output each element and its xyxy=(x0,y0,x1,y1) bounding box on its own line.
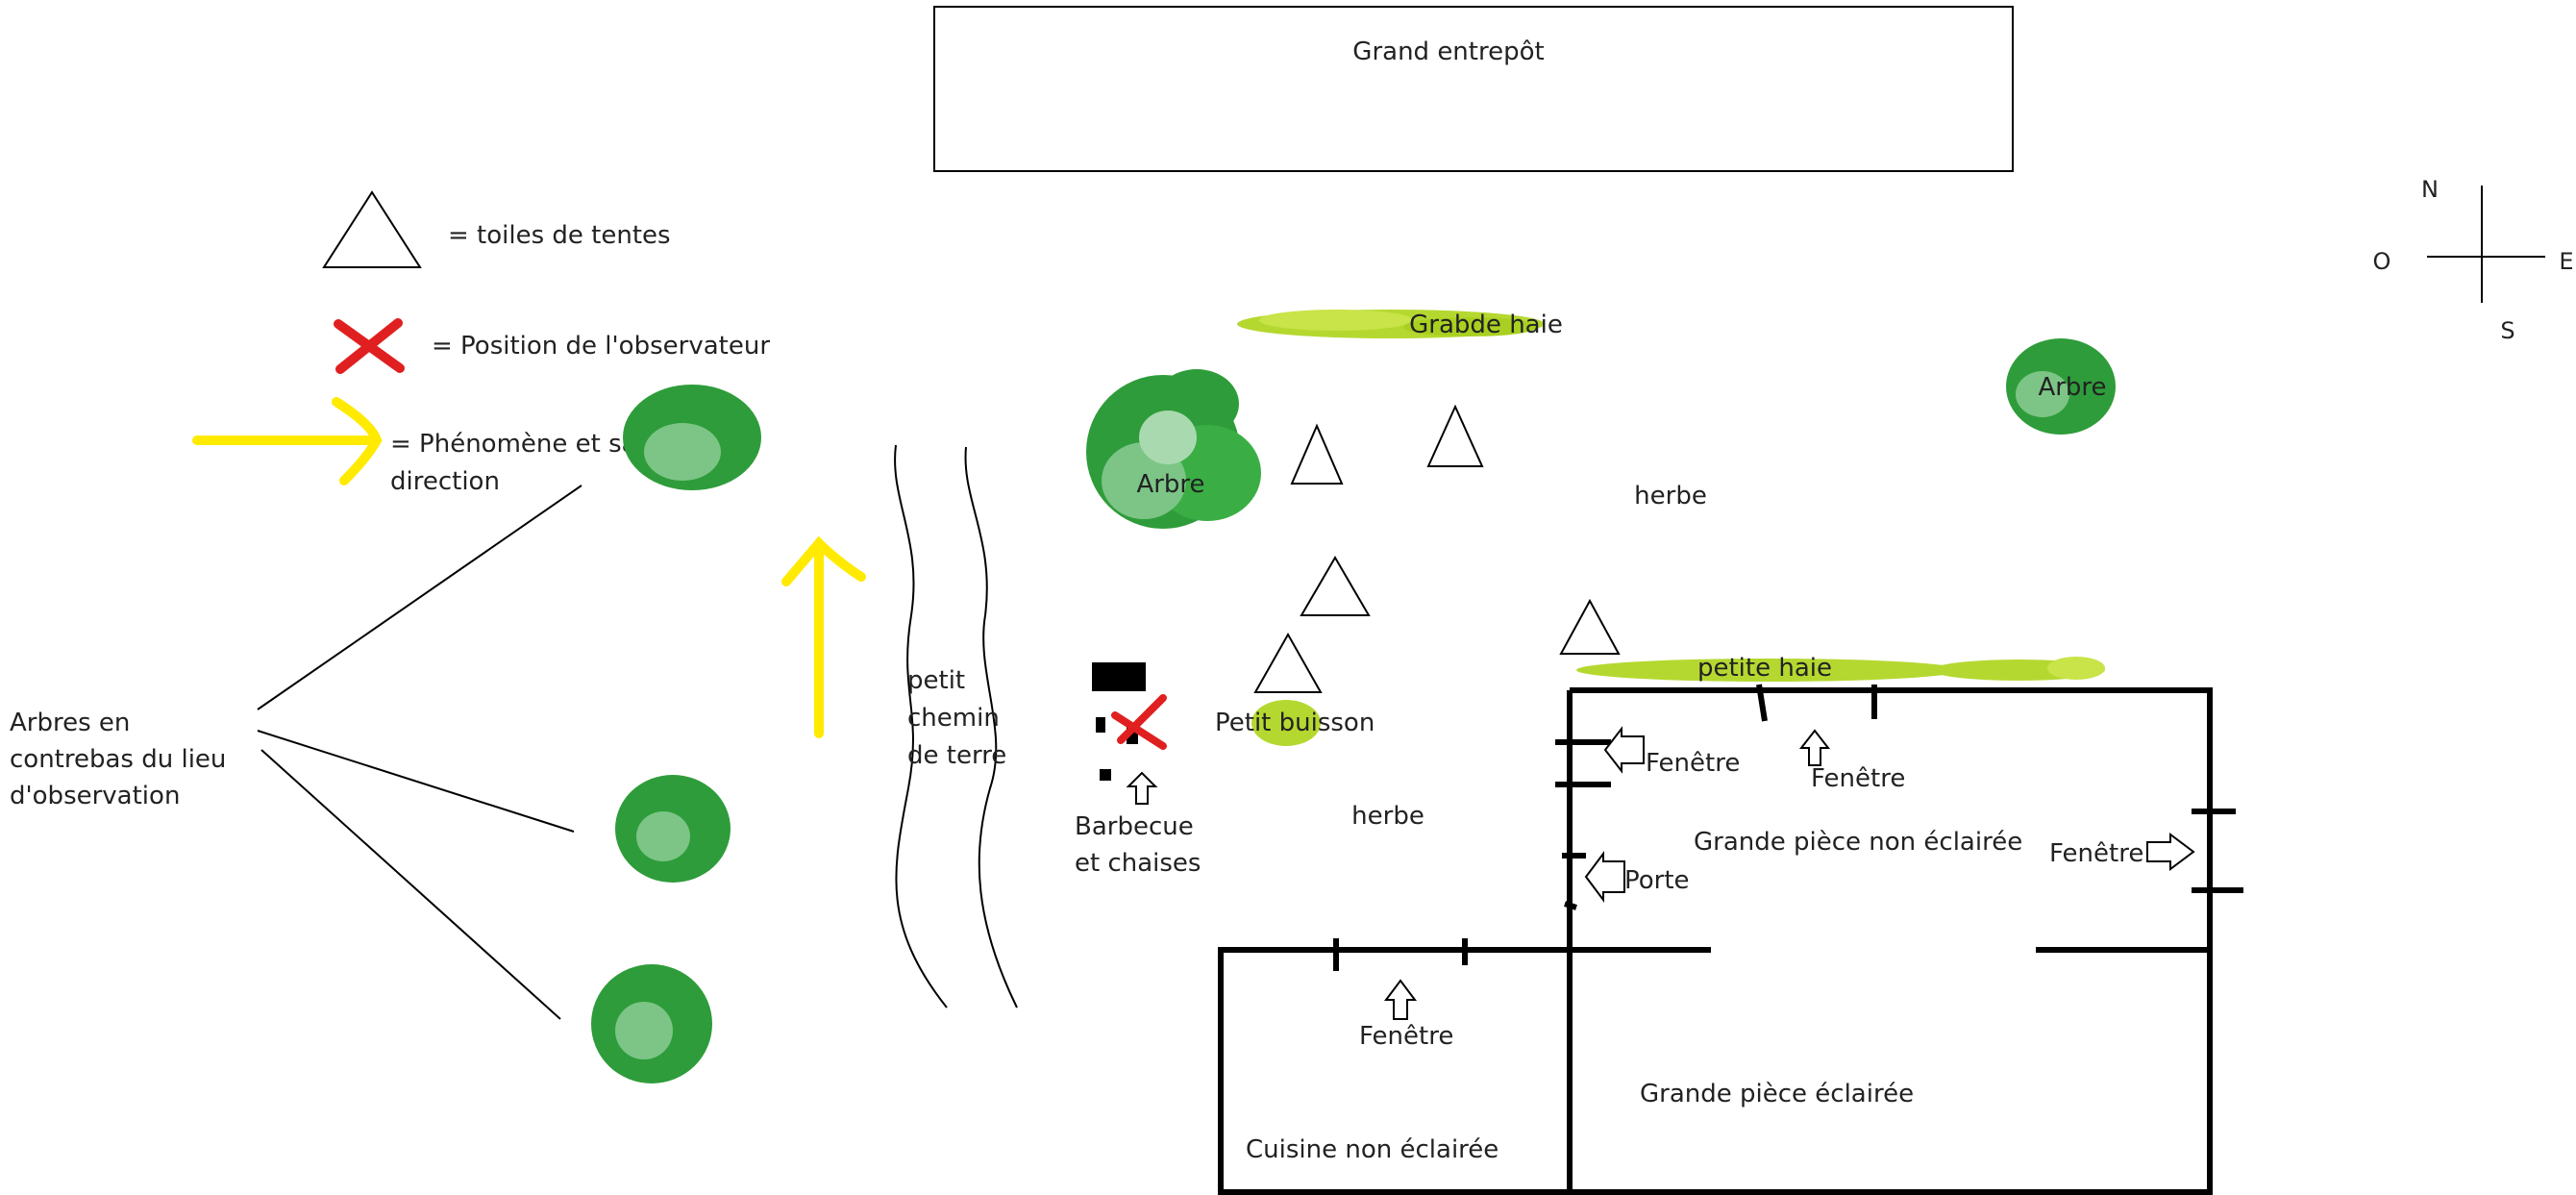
tent-icon xyxy=(1300,556,1371,616)
door-label: Porte xyxy=(1624,866,1690,895)
tree-pointer-lines xyxy=(257,485,582,1020)
tree-right-label: Arbre xyxy=(2038,373,2106,402)
dirt-path: petit chemin de terre xyxy=(894,444,1018,1008)
grass-top-label: herbe xyxy=(1634,482,1707,510)
bbq-label-2: et chaises xyxy=(1075,849,1201,878)
house-outline xyxy=(1218,684,2243,1195)
compass-west: O xyxy=(2373,248,2391,275)
window-right-label: Fenêtre xyxy=(2049,839,2143,868)
tree-left-label: Arbre xyxy=(1136,470,1204,499)
tent-icon xyxy=(1253,632,1323,693)
small-bush-label: Petit buisson xyxy=(1215,709,1375,737)
bbq-up-arrow-icon xyxy=(1126,771,1158,805)
compass-east: E xyxy=(2559,248,2573,275)
legend-observer-label: = Position de l'observateur xyxy=(432,332,770,361)
legend-phenomenon-arrow-icon xyxy=(192,397,383,485)
kitchen-window-arrow-icon xyxy=(1384,979,1417,1020)
small-hedge-label: petite haie xyxy=(1697,654,1832,683)
kitchen-label: Cuisine non éclairée xyxy=(1246,1135,1499,1164)
door-arrow-icon xyxy=(1584,851,1625,903)
legend-phenomenon-label-2: direction xyxy=(390,467,500,496)
path-label-3: de terre xyxy=(907,741,1006,770)
legend: = toiles de tentes = Position de l'obser… xyxy=(192,190,770,496)
window-top-label: Fenêtre xyxy=(1811,764,1905,793)
legend-phenomenon-label-1: = Phénomène et sa xyxy=(390,430,637,459)
small-bush: Petit buisson xyxy=(1215,700,1375,746)
trees-downhill-label-2: contrebas du lieu xyxy=(10,745,226,774)
tents xyxy=(1253,404,1621,693)
window-top-arrow-icon xyxy=(1798,729,1831,766)
compass-rose: N O E S xyxy=(2373,176,2574,344)
big-hedge: Grabde haie xyxy=(1237,310,1563,339)
window-left-label: Fenêtre xyxy=(1646,749,1740,778)
legend-tent-icon xyxy=(322,190,422,268)
tent-icon xyxy=(1290,423,1344,485)
small-hedge: petite haie xyxy=(1576,654,2105,683)
trees-downhill-label-3: d'observation xyxy=(10,782,180,810)
grass-bottom-label: herbe xyxy=(1351,802,1424,831)
tree-icon: Arbre xyxy=(1086,369,1261,529)
window-right-arrow-icon xyxy=(2146,833,2195,871)
room-lit-label: Grande pièce éclairée xyxy=(1640,1080,1914,1108)
window-left-arrow-icon xyxy=(1603,726,1645,774)
tent-icon xyxy=(1426,404,1484,467)
observer-marker-icon xyxy=(1111,694,1167,750)
tree-icon xyxy=(623,385,761,490)
compass-north: N xyxy=(2421,176,2439,203)
big-hedge-label: Grabde haie xyxy=(1409,311,1563,339)
phenomenon-arrow-icon xyxy=(781,535,866,738)
path-label-2: chemin xyxy=(907,704,1000,733)
legend-observer-icon xyxy=(334,318,405,374)
path-label-1: petit xyxy=(907,666,965,695)
tree-icon xyxy=(615,775,731,883)
tree-icon xyxy=(591,964,712,1083)
legend-tents-label: = toiles de tentes xyxy=(448,221,671,250)
tent-icon xyxy=(1559,598,1621,655)
kitchen-window-label: Fenêtre xyxy=(1359,1022,1453,1051)
tree-icon: Arbre xyxy=(2006,338,2116,435)
compass-south: S xyxy=(2500,317,2514,344)
bbq-label-1: Barbecue xyxy=(1075,812,1194,841)
room-dark-label: Grande pièce non éclairée xyxy=(1694,828,2022,857)
trees-downhill-label-1: Arbres en xyxy=(10,709,130,737)
warehouse: Grand entrepôt xyxy=(933,6,2014,172)
warehouse-label: Grand entrepôt xyxy=(1352,37,1544,66)
